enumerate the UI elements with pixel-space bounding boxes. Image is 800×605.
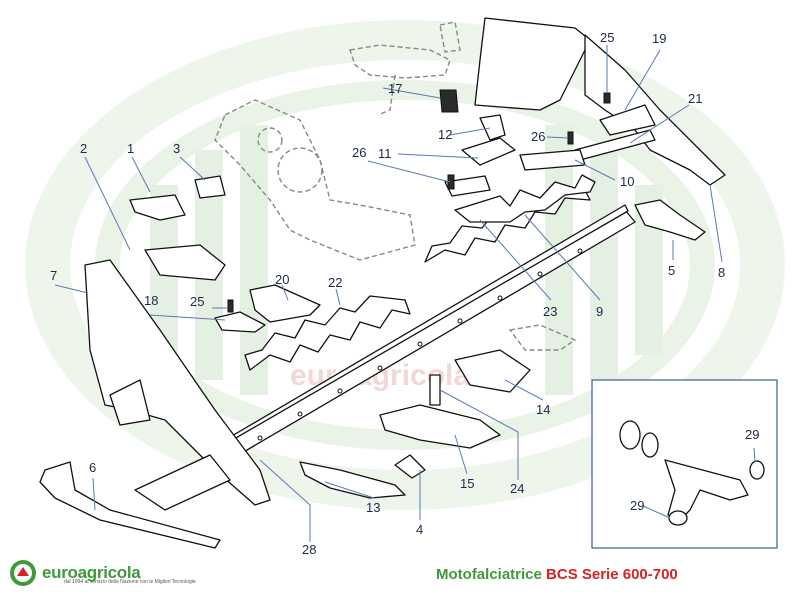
part-5-clip [634,199,706,241]
callout-28: 28 [302,542,316,557]
brand-name: euroagricola [42,563,141,582]
part-4 [394,454,426,479]
product-title: Motofalciatrice BCS Serie 600-700 [436,566,678,583]
callout-20: 20 [275,272,289,287]
part-1 [129,194,186,221]
brand-tagline: dal 1994 al servizio della Nazione con l… [64,579,196,585]
right-side-parts [439,17,726,241]
callout-6: 6 [89,460,96,475]
part-13 [299,461,406,499]
callout-19: 19 [652,31,666,46]
callout-15: 15 [460,476,474,491]
callout-26-left: 26 [352,145,366,160]
part-25-bolt-b [227,299,234,313]
cutter-bar-assembly [39,174,636,549]
callout-25-right: 25 [600,30,614,45]
part-17-bolt [439,89,459,113]
callout-5: 5 [668,263,675,278]
callout-7: 7 [50,268,57,283]
callout-10: 10 [620,174,634,189]
title-product: Motofalciatrice [436,566,542,583]
title-series: BCS Serie 600-700 [546,566,678,583]
part-14 [454,349,531,393]
callout-14: 14 [536,402,550,417]
callout-24: 24 [510,481,524,496]
callout-23: 23 [543,304,557,319]
inset-detail-box [591,379,778,549]
callout-25-left: 25 [190,294,204,309]
callout-29-bottom: 29 [630,498,644,513]
part-19-bracket [599,104,656,136]
left-small-parts [129,175,531,499]
callouts: 2 1 3 4 5 6 7 8 9 10 11 12 13 14 15 17 1… [50,30,759,557]
brand-footer: euroagricola dal 1994 al servizio della … [8,558,196,588]
callout-8: 8 [718,265,725,280]
part-12-clip [479,114,506,141]
callout-4: 4 [416,522,423,537]
part-top-plate [474,17,591,111]
callout-12: 12 [438,127,452,142]
callout-13: 13 [366,500,380,515]
part-26-bolt-b [567,131,574,145]
callout-2: 2 [80,141,87,156]
part-24-bolt [429,374,441,406]
callout-18: 18 [144,293,158,308]
leader-lines [54,45,756,542]
callout-22: 22 [328,275,342,290]
bar-holes [257,248,583,441]
part-15 [379,404,501,449]
part-8-guard [584,34,726,186]
callout-11: 11 [378,146,392,161]
callout-1: 1 [127,141,134,156]
callout-29-top: 29 [745,427,759,442]
part-25-bolt-a [603,92,611,104]
callout-17: 17 [388,81,402,96]
callout-3: 3 [173,141,180,156]
callout-9: 9 [596,304,603,319]
callout-26-right: 26 [531,129,545,144]
part-20 [249,284,321,323]
part-2 [144,244,226,281]
callout-21: 21 [688,91,702,106]
part-18-plate [214,311,266,333]
euroagricola-logo-icon [10,560,36,586]
part-3 [194,175,226,199]
part-stack [444,175,491,197]
phantom-parts [214,21,577,351]
